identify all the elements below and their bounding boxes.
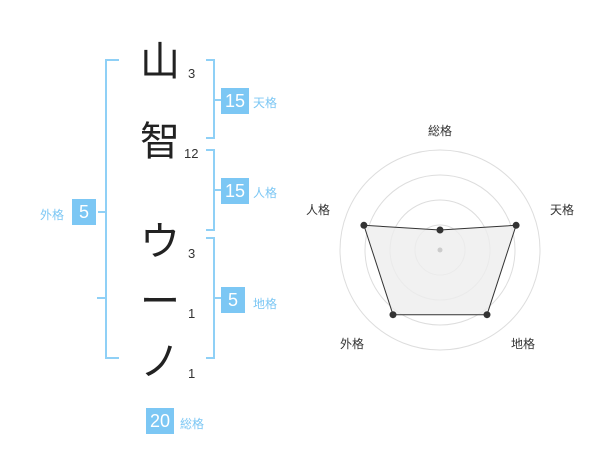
- radar-label-gaikaku: 外格: [340, 337, 365, 351]
- radar-point-tenkaku: [512, 221, 520, 229]
- stroke-count-1: 3: [188, 66, 196, 81]
- radar-label-tenkaku: 天格: [550, 203, 575, 217]
- tenkaku-label: 天格: [253, 96, 278, 110]
- radar-label-jinkaku: 人格: [306, 203, 331, 217]
- radar-center: [437, 247, 443, 253]
- radar-label-soukaku: 総格: [428, 124, 453, 138]
- name-char-5: ノ: [140, 339, 180, 385]
- tenkaku-value: 15: [221, 88, 250, 114]
- radar-ring-3: [364, 174, 516, 326]
- radar-point-chikaku: [483, 311, 491, 319]
- stroke-count-4: 1: [188, 306, 196, 321]
- jinkaku-label: 人格: [253, 186, 278, 200]
- soukaku-label: 総格: [180, 417, 205, 431]
- name-char-3: ウ: [140, 219, 180, 265]
- chikaku-label: 地格: [253, 297, 278, 311]
- gaikaku-bracket: [105, 59, 119, 359]
- name-char-2: 智: [140, 119, 180, 165]
- radar-point-jinkaku: [360, 221, 368, 229]
- gaikaku-label: 外格: [40, 208, 65, 222]
- radar-score-polygon: [363, 224, 517, 316]
- name-char-4: ー: [140, 279, 180, 325]
- radar-ring-4: [339, 149, 541, 351]
- stroke-count-5: 1: [188, 366, 196, 381]
- radar-point-gaikaku: [389, 311, 397, 319]
- jinkaku-value: 15: [221, 178, 250, 204]
- gaikaku-value: 5: [72, 199, 96, 225]
- name-char-1: 山: [140, 39, 180, 85]
- soukaku-value: 20: [146, 408, 175, 434]
- chikaku-value: 5: [221, 287, 245, 313]
- stroke-count-3: 3: [188, 246, 196, 261]
- radar-point-soukaku: [436, 226, 444, 234]
- stroke-count-2: 12: [184, 146, 199, 161]
- radar-label-chikaku: 地格: [511, 337, 536, 351]
